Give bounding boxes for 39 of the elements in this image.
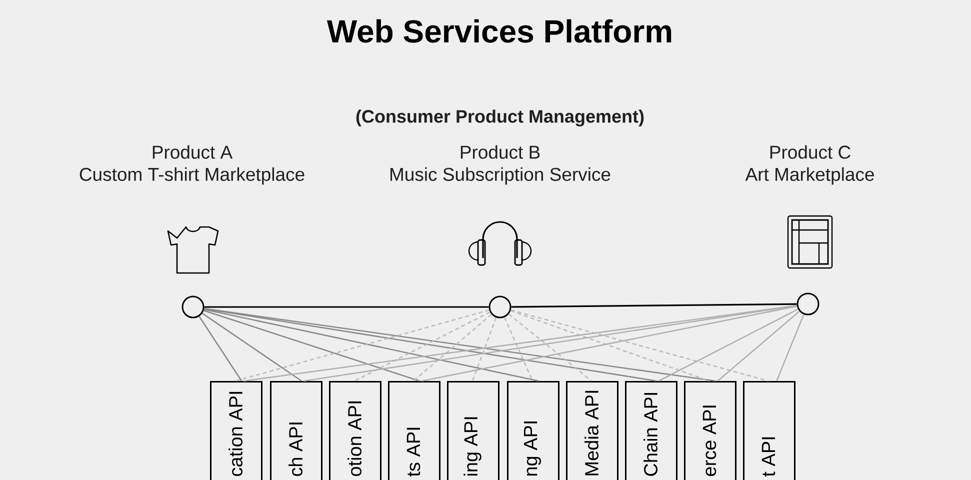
connector-line bbox=[508, 314, 592, 382]
connector-line bbox=[235, 309, 490, 382]
api-box: ng API bbox=[507, 381, 560, 480]
connector-line bbox=[717, 310, 800, 382]
connector-line bbox=[204, 310, 420, 382]
api-box: ing API bbox=[447, 381, 500, 480]
product-label: Product B bbox=[460, 145, 540, 159]
api-box: ch API bbox=[270, 381, 322, 480]
subtitle: (Consumer Product Management) bbox=[356, 110, 644, 126]
connector-line bbox=[413, 314, 492, 382]
connector-line bbox=[504, 317, 534, 382]
junction-circle bbox=[796, 292, 820, 316]
connector-line bbox=[472, 317, 497, 382]
product-label: Product A bbox=[152, 145, 233, 159]
api-box: t API bbox=[743, 381, 796, 480]
api-box: ts API bbox=[388, 381, 440, 480]
product-label: Art Marketplace bbox=[745, 167, 874, 185]
connector-line bbox=[204, 308, 539, 382]
api-box: Media API bbox=[566, 381, 618, 480]
connector-line bbox=[776, 314, 804, 382]
junction-circle bbox=[182, 296, 204, 318]
api-box: erce API bbox=[684, 381, 736, 480]
connector-line bbox=[511, 303, 797, 308]
junction-circle bbox=[488, 296, 512, 318]
connector-line bbox=[422, 306, 798, 382]
connector-line bbox=[204, 306, 489, 308]
title: Web Services Platform bbox=[326, 19, 672, 43]
product-label: Music Subscription Service bbox=[390, 167, 610, 185]
product-label: Custom T-shirt Marketplace bbox=[80, 167, 304, 185]
connector-line bbox=[510, 310, 710, 382]
api-box: cation API bbox=[210, 381, 262, 480]
connector-line bbox=[354, 312, 490, 382]
product-label: Product C bbox=[770, 145, 850, 159]
connector-line bbox=[202, 312, 302, 382]
connector-line bbox=[658, 308, 798, 382]
api-box: Chain API bbox=[625, 381, 678, 480]
api-box: otion API bbox=[329, 381, 382, 480]
connector-line bbox=[510, 309, 769, 382]
connector-line bbox=[198, 316, 242, 382]
